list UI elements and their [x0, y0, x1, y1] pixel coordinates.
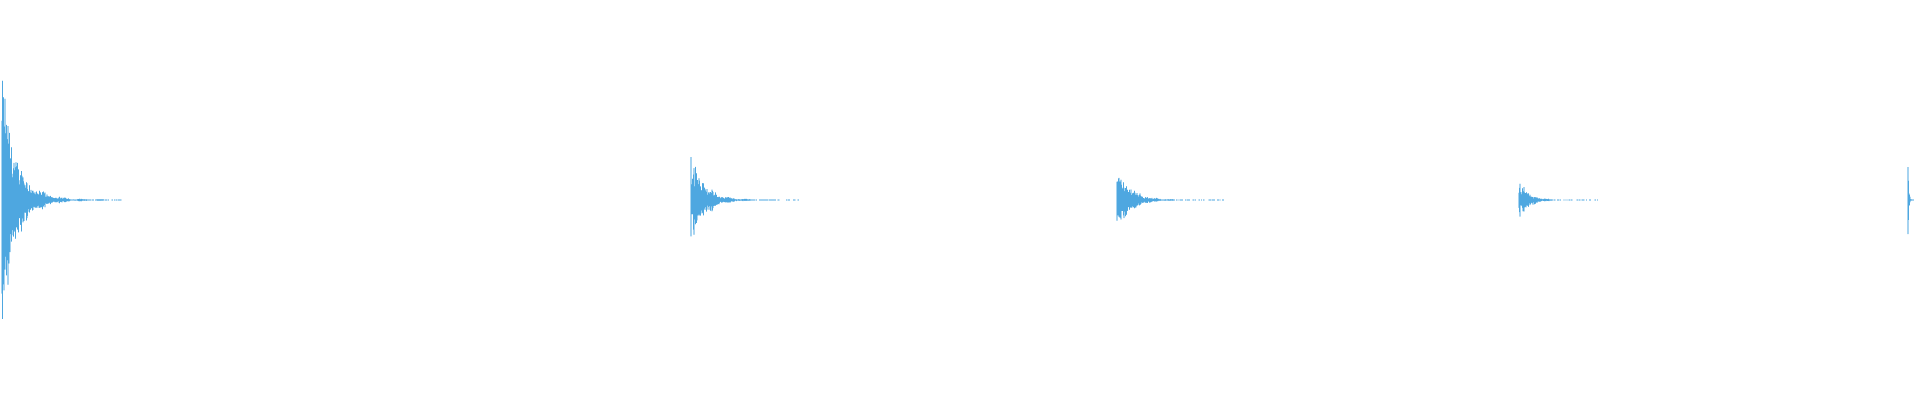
- waveform-transients: [1, 80, 1914, 319]
- waveform-transient-4: [1518, 183, 1598, 217]
- waveform-transient-3: [1116, 177, 1224, 221]
- waveform-transient-path: [1518, 183, 1598, 217]
- waveform-transient-path: [1, 80, 122, 319]
- waveform-transient-2: [690, 157, 799, 237]
- waveform-transient-5: [1907, 167, 1914, 235]
- waveform-transient-path: [690, 157, 799, 237]
- waveform-transient-path: [1116, 177, 1224, 221]
- waveform-transient-1: [1, 80, 122, 319]
- waveform-transient-path: [1907, 167, 1914, 235]
